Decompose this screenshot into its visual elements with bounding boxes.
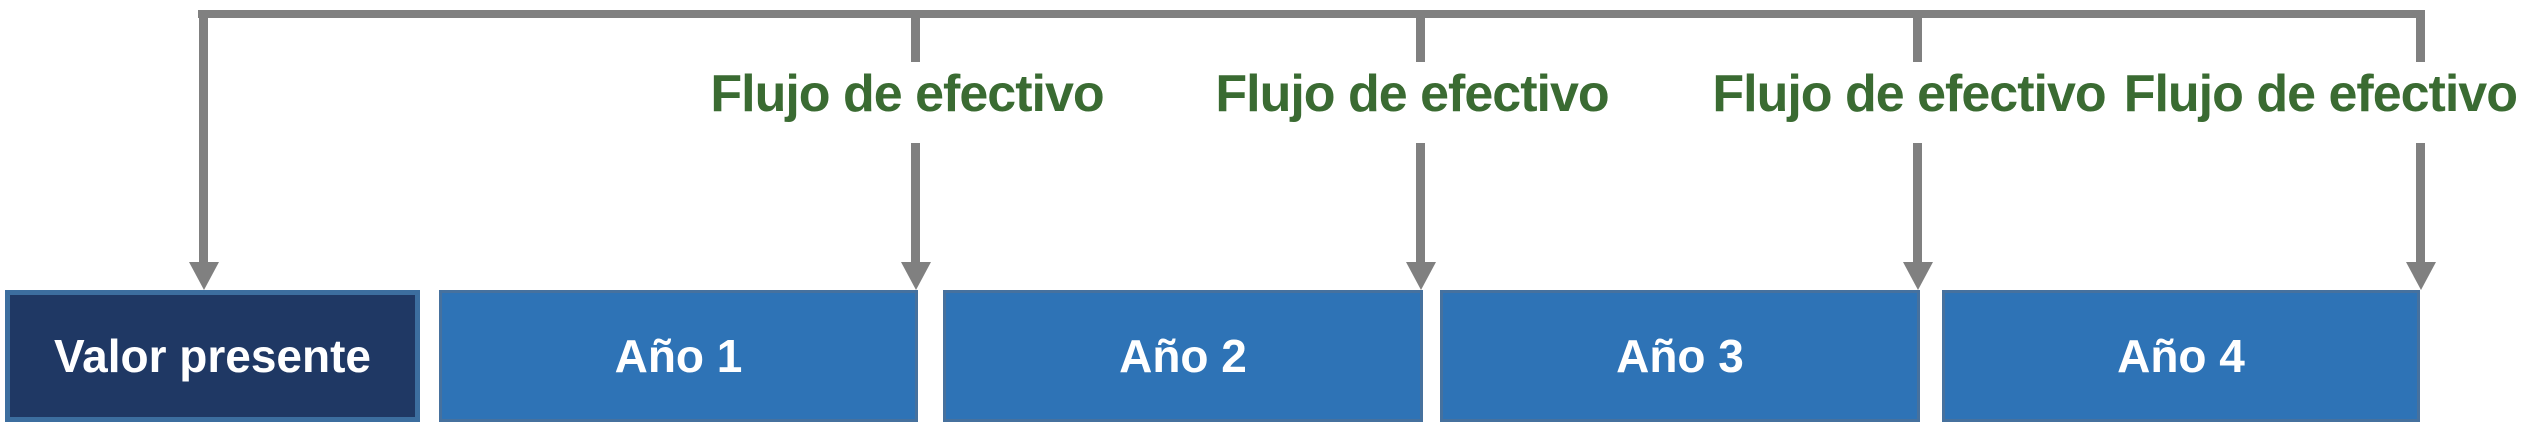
arrow-stub-ano-1 xyxy=(911,10,920,62)
box-label: Valor presente xyxy=(53,330,372,382)
box-ano-2: Año 2 xyxy=(943,290,1423,422)
box-label: Año 1 xyxy=(614,330,743,382)
arrow-shaft-ano-3 xyxy=(1913,143,1922,262)
flow-label-ano-4: Flujo de efectivo xyxy=(2123,65,2518,123)
arrowhead-down-icon xyxy=(2406,262,2436,290)
arrow-shaft-ano-1 xyxy=(911,143,920,262)
arrowhead-down-icon xyxy=(1903,262,1933,290)
flow-label-ano-1: Flujo de efectivo xyxy=(710,65,1104,123)
box-ano-1: Año 1 xyxy=(439,290,918,422)
arrow-shaft-valor-presente xyxy=(199,10,208,262)
box-label: Año 3 xyxy=(1616,330,1744,382)
arrow-shaft-ano-4 xyxy=(2416,143,2425,262)
box-ano-3: Año 3 xyxy=(1440,290,1920,422)
flow-label-ano-3: Flujo de efectivo xyxy=(1712,65,2106,123)
box-ano-4: Año 4 xyxy=(1942,290,2420,422)
box-valor-presente: Valor presente xyxy=(5,290,420,422)
arrow-stub-ano-4 xyxy=(2416,10,2425,62)
box-label: Año 4 xyxy=(2117,330,2245,382)
arrow-shaft-ano-2 xyxy=(1416,143,1425,262)
arrowhead-down-icon xyxy=(1406,262,1436,290)
flow-label-ano-2: Flujo de efectivo xyxy=(1215,65,1609,123)
arrowhead-down-icon xyxy=(901,262,931,290)
arrow-stub-ano-2 xyxy=(1416,10,1425,62)
box-label: Año 2 xyxy=(1119,330,1247,382)
connector-top-line xyxy=(198,10,2425,18)
arrowhead-down-icon xyxy=(189,262,219,290)
arrow-stub-ano-3 xyxy=(1913,10,1922,62)
